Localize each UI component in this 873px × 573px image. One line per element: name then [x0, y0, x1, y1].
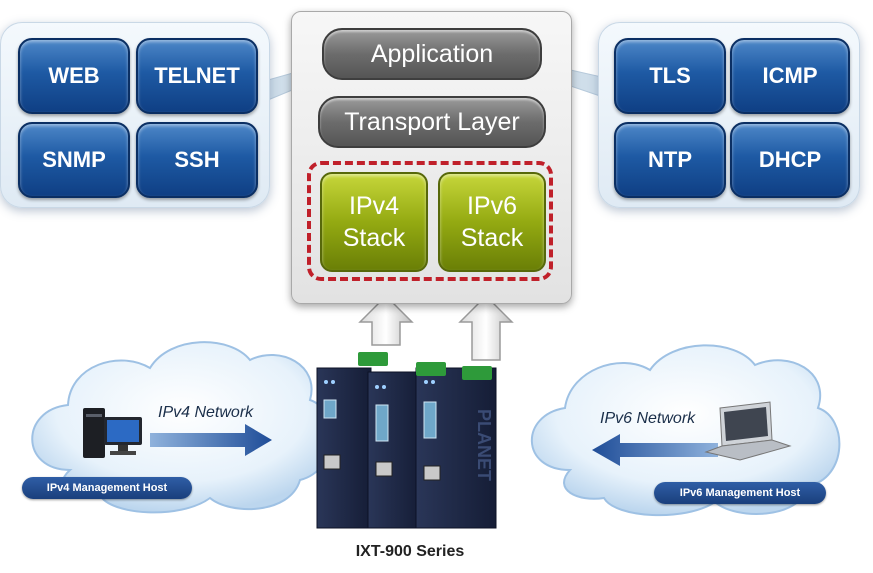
device-caption: IXT-900 Series — [355, 543, 465, 560]
application-layer: Application — [322, 28, 542, 80]
device-brand-text: PLANET — [474, 409, 494, 481]
protocol-ntp-button[interactable]: NTP — [614, 122, 726, 198]
protocol-dhcp-button[interactable]: DHCP — [730, 122, 850, 198]
ipv6-cloud — [530, 344, 841, 517]
ipv4-network-arrow — [150, 424, 272, 456]
ip-stack-dashed-outline — [307, 161, 553, 281]
protocol-web-button[interactable]: WEB — [18, 38, 130, 114]
transport-layer: Transport Layer — [318, 96, 546, 148]
ipv4-cloud — [31, 341, 333, 514]
ixt-900-device — [316, 352, 497, 529]
ipv6-stack-block: IPv6 Stack — [438, 172, 546, 272]
ipv4-network-label: IPv4 Network — [158, 404, 254, 421]
ipv6-up-arrow — [458, 294, 514, 361]
ipv4-up-arrow — [358, 294, 414, 346]
ipv4-stack-block: IPv4 Stack — [320, 172, 428, 272]
desktop-pc-icon — [83, 408, 142, 458]
ipv6-stack-line1: IPv6 — [466, 192, 518, 220]
ipv4-stack-line2: Stack — [342, 224, 406, 252]
ipv6-host-badge: IPv6 Management Host — [654, 482, 826, 504]
protocol-telnet-button[interactable]: TELNET — [136, 38, 258, 114]
protocol-snmp-button[interactable]: SNMP — [18, 122, 130, 198]
ipv4-host-badge: IPv4 Management Host — [22, 477, 192, 499]
protocol-icmp-button[interactable]: ICMP — [730, 38, 850, 114]
protocol-tls-button[interactable]: TLS — [614, 38, 726, 114]
ipv4-stack-line1: IPv4 — [348, 192, 400, 220]
ipv6-network-label: IPv6 Network — [600, 410, 696, 427]
protocol-ssh-button[interactable]: SSH — [136, 122, 258, 198]
ipv6-network-arrow — [592, 434, 718, 466]
laptop-icon — [704, 401, 792, 461]
ipv6-stack-line2: Stack — [460, 224, 524, 252]
